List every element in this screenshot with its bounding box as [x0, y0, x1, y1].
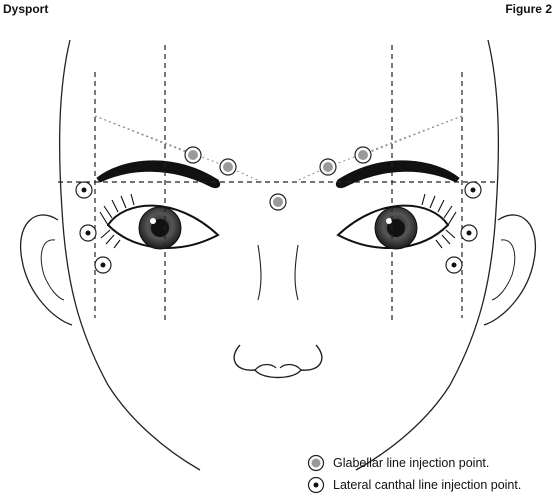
lateral-canthal-points: [75, 181, 482, 274]
legend: Glabellar line injection point. Lateral …: [307, 452, 552, 496]
glabellar-point: [354, 146, 372, 164]
lateral-canthal-point: [445, 256, 463, 274]
glabellar-point: [269, 193, 287, 211]
ear-right: [483, 214, 536, 326]
face-outline-left: [58, 39, 201, 471]
face-outline-right: [355, 39, 500, 471]
nostril-right: [279, 363, 302, 371]
header-product-name: Dysport: [3, 2, 49, 16]
glabellar-point-icon: [307, 454, 325, 472]
glabellar-point: [319, 158, 337, 176]
lateral-canthal-point: [79, 224, 97, 242]
glabellar-points: [184, 146, 372, 211]
nostril-left: [254, 363, 277, 371]
legend-item-lateral-canthal: Lateral canthal line injection point.: [307, 474, 552, 496]
eyebrow-right: [335, 160, 460, 189]
lateral-canthal-point: [464, 181, 482, 199]
lateral-canthal-point: [75, 181, 93, 199]
legend-item-glabellar: Glabellar line injection point.: [307, 452, 552, 474]
eyebrow-left: [96, 160, 221, 189]
lateral-canthal-point-icon: [307, 476, 325, 494]
lateral-canthal-point: [94, 256, 112, 274]
nose-bridge-right: [294, 244, 299, 301]
ear-left-inner: [40, 239, 65, 301]
legend-label-glabellar: Glabellar line injection point.: [333, 456, 490, 470]
eye-right: [336, 193, 457, 250]
nose-bridge-left: [257, 244, 262, 301]
legend-label-lateral-canthal: Lateral canthal line injection point.: [333, 478, 522, 492]
glabellar-guides: [94, 115, 463, 183]
lateral-canthal-point: [460, 224, 478, 242]
nose-tip: [233, 344, 323, 379]
glabellar-point: [219, 158, 237, 176]
glabellar-point: [184, 146, 202, 164]
header-figure-label: Figure 2: [505, 2, 552, 16]
ear-right-inner: [491, 239, 516, 301]
eye-left: [99, 193, 220, 250]
ear-left: [20, 214, 73, 326]
